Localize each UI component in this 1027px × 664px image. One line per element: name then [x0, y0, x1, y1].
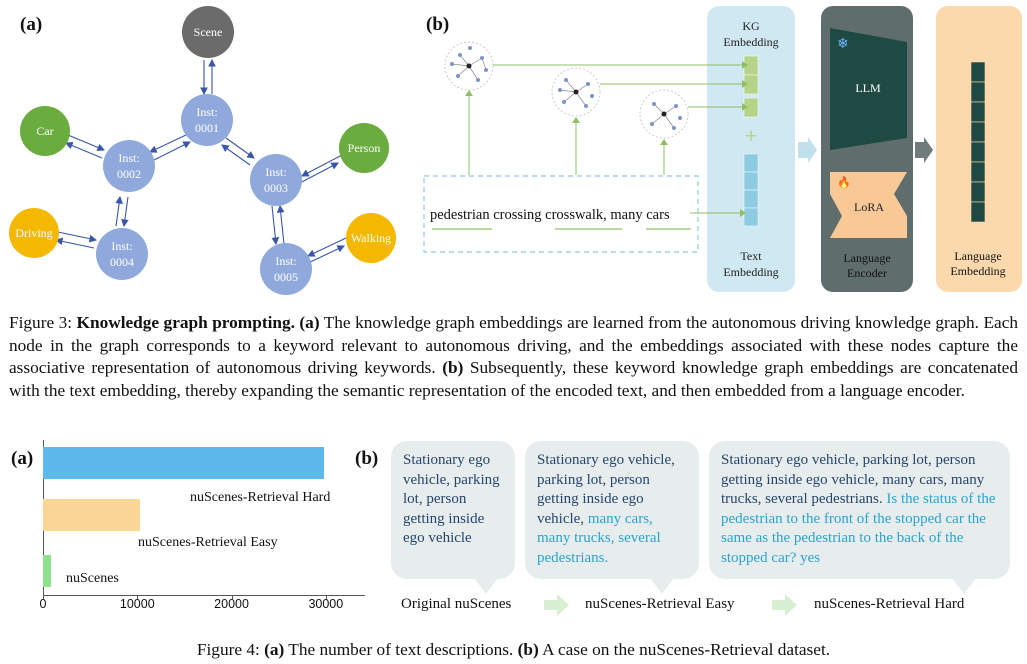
language-embedding-blocks — [970, 61, 986, 223]
x-tick-mark — [137, 595, 139, 599]
figure4-caption: Figure 4: (a) The number of text descrip… — [196, 640, 831, 659]
fig3-panel-a-label: (a) — [20, 14, 43, 35]
svg-text:Embedding: Embedding — [950, 264, 1005, 278]
arrow-right-icon — [772, 594, 797, 616]
fig4-panel-b-label: (b) — [355, 448, 379, 469]
node-inst-0002: Inst: 0002 — [103, 140, 155, 192]
bar-nuscenes-retrieval-hard — [43, 447, 324, 479]
node-inst-0001: Inst: 0001 — [181, 94, 233, 146]
bar-nuscenes — [43, 555, 51, 587]
svg-text:Inst:: Inst: — [275, 254, 296, 268]
dataset-label-easy: nuScenes-Retrieval Easy — [585, 596, 735, 612]
bubble-tail-1 — [474, 578, 498, 594]
node-scene-label: Scene — [194, 25, 223, 39]
svg-text:0002: 0002 — [117, 167, 141, 181]
svg-text:Text: Text — [740, 249, 762, 263]
svg-text:Inst:: Inst: — [111, 239, 132, 253]
svg-text:Embedding: Embedding — [723, 35, 778, 49]
knowledge-graph: Scene Inst: 0001 Car Inst: 0002 Person I… — [9, 6, 396, 295]
bar-nuscenes-retrieval-easy — [43, 499, 141, 531]
svg-text:Language: Language — [843, 251, 890, 265]
svg-text:LLM: LLM — [855, 81, 881, 95]
svg-text:0003: 0003 — [264, 181, 288, 195]
llm-block — [830, 28, 907, 150]
x-tick-mark — [231, 595, 233, 599]
svg-text:Inst:: Inst: — [265, 165, 286, 179]
bubble-tail-2 — [650, 578, 674, 594]
arrow-to-encoder — [798, 137, 817, 163]
bar-label: nuScenes-Retrieval Easy — [138, 535, 278, 550]
lora-block — [830, 172, 907, 238]
bar-label: nuScenes-Retrieval Hard — [190, 490, 331, 505]
svg-text:Person: Person — [348, 141, 381, 155]
x-axis-line — [43, 595, 365, 596]
node-driving: Driving — [9, 208, 59, 258]
bubble-hard: Stationary ego vehicle, parking lot, per… — [709, 441, 1010, 579]
text-embedding-blocks — [743, 153, 759, 227]
svg-text:Inst:: Inst: — [118, 151, 139, 165]
node-walking: Walking — [346, 213, 396, 263]
x-tick-label: 20000 — [214, 597, 249, 611]
svg-text:Walking: Walking — [351, 231, 391, 245]
text-count-chart: nuScenes-Retrieval Hard nuScenes-Retrieva… — [0, 440, 365, 615]
x-tick-mark — [325, 595, 327, 599]
svg-text:0004: 0004 — [110, 255, 134, 269]
arrow-right-icon — [544, 594, 569, 616]
kg-embedding-blocks — [743, 55, 759, 118]
bubble-tail-3 — [952, 578, 976, 594]
kg-text-panel — [707, 6, 795, 292]
dataset-label-hard: nuScenes-Retrieval Hard — [814, 596, 965, 612]
svg-text:Language: Language — [954, 249, 1001, 263]
svg-text:Driving: Driving — [15, 226, 52, 240]
flame-icon: 🔥 — [837, 176, 851, 189]
x-tick-mark — [43, 595, 44, 599]
plus-icon: + — [745, 123, 758, 148]
input-text: pedestrian crossing crosswalk, many cars — [430, 207, 670, 223]
svg-text:Encoder: Encoder — [847, 266, 887, 280]
figure3-caption: Figure 3: Knowledge graph prompting. (a)… — [9, 313, 1019, 400]
bar-label: nuScenes — [66, 571, 119, 586]
fig4-panel-a-label: (a) — [11, 448, 34, 469]
svg-text:Car: Car — [36, 124, 53, 138]
arrow-to-output — [915, 137, 933, 163]
mini-graph-1 — [444, 41, 494, 91]
svg-text:Inst:: Inst: — [196, 105, 217, 119]
node-car: Car — [20, 106, 70, 156]
bubble-easy: Stationary ego vehicle, parking lot, per… — [525, 441, 699, 579]
node-inst-0003: Inst: 0003 — [250, 154, 302, 206]
dataset-label-original: Original nuScenes — [401, 596, 512, 612]
pipeline-diagram: KG Embedding + Text Embedding pedestrian… — [423, 6, 1022, 292]
x-tick-label: 0 — [39, 597, 47, 611]
bubble-original: Stationary ego vehicle, parking lot, per… — [391, 441, 515, 579]
mini-graph-2 — [551, 67, 601, 117]
x-tick-label: 10000 — [119, 597, 155, 611]
svg-text:Embedding: Embedding — [723, 265, 778, 279]
svg-text:LoRA: LoRA — [854, 200, 884, 214]
x-tick-label: 30000 — [308, 597, 344, 611]
snowflake-icon: ❄ — [837, 37, 849, 52]
svg-text:0001: 0001 — [195, 121, 219, 135]
node-person: Person — [339, 123, 389, 173]
node-inst-0005: Inst: 0005 — [260, 243, 312, 295]
svg-text:0005: 0005 — [274, 270, 298, 284]
input-text-box — [423, 175, 699, 253]
mini-graph-3 — [639, 89, 689, 139]
node-inst-0004: Inst: 0004 — [96, 228, 148, 280]
fig3-panel-b-label: (b) — [426, 14, 450, 35]
svg-text:KG: KG — [742, 19, 760, 33]
node-scene: Scene — [182, 6, 234, 58]
